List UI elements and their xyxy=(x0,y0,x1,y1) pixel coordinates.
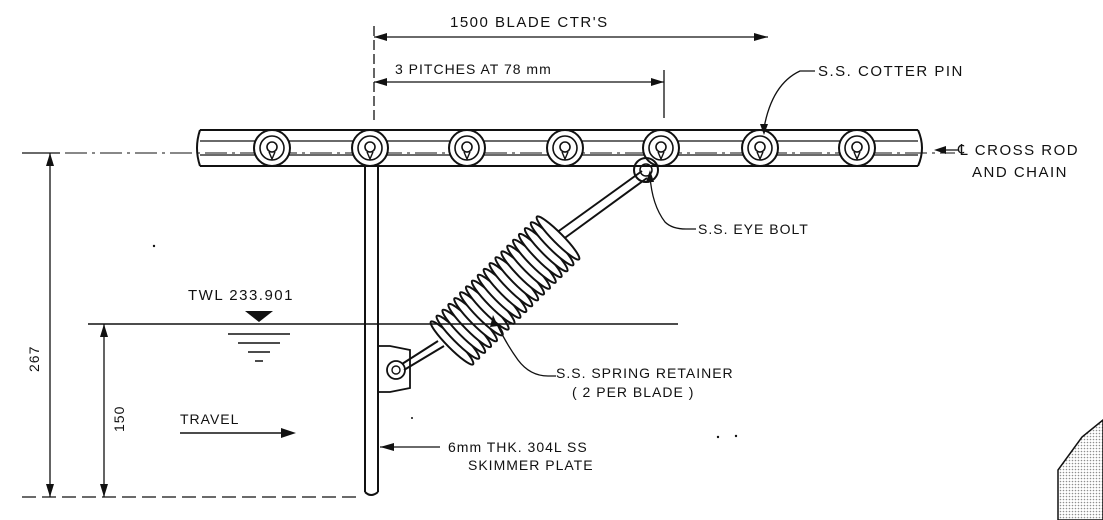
chain-link xyxy=(448,129,486,167)
spring-retainer-leader: S.S. SPRING RETAINER ( 2 PER BLADE ) xyxy=(490,315,734,400)
spring-coil xyxy=(535,215,581,261)
chain-link xyxy=(741,129,779,167)
blade-centers-label: 1500 BLADE CTR'S xyxy=(450,14,609,31)
blade-centers-dimension: 1500 BLADE CTR'S xyxy=(373,14,768,120)
skimmer-plate xyxy=(364,166,411,496)
cotter-pin-label: S.S. COTTER PIN xyxy=(818,63,964,80)
spring-retainer-label-1: S.S. SPRING RETAINER xyxy=(556,365,734,381)
spring-retainer-label-2: ( 2 PER BLADE ) xyxy=(572,384,694,400)
chain-link xyxy=(642,129,680,167)
cross-rod-label-1: ℄ CROSS ROD xyxy=(957,142,1079,159)
dim-water-label: 150 xyxy=(111,406,127,432)
water-level: TWL 233.901 xyxy=(88,287,678,362)
chain-links xyxy=(253,129,876,167)
chain-link xyxy=(546,129,584,167)
eye-bolt-leader: S.S. EYE BOLT xyxy=(646,170,809,237)
chain-link xyxy=(838,129,876,167)
plate-label-2: SKIMMER PLATE xyxy=(468,457,594,473)
water-depth-dimension: 150 xyxy=(100,324,127,497)
plate-label-1: 6mm THK. 304L SS xyxy=(448,439,588,455)
pitches-dimension: 3 PITCHES AT 78 mm xyxy=(374,61,665,118)
overall-height-dimension: 267 xyxy=(22,152,360,498)
chain-link xyxy=(253,129,291,167)
spring-assembly xyxy=(401,157,659,371)
pitches-label: 3 PITCHES AT 78 mm xyxy=(395,61,552,77)
water-level-icon xyxy=(245,311,273,322)
plate-leader: 6mm THK. 304L SS SKIMMER PLATE xyxy=(380,439,594,473)
cross-rod-label-2: AND CHAIN xyxy=(972,164,1068,181)
chain-link xyxy=(351,129,389,167)
cotter-pin-leader: S.S. COTTER PIN xyxy=(760,63,964,135)
spring-coils xyxy=(429,215,581,366)
eye-bolt-label: S.S. EYE BOLT xyxy=(698,221,809,237)
twl-label: TWL 233.901 xyxy=(188,287,294,304)
dim-total-label: 267 xyxy=(26,346,42,372)
travel-arrow: TRAVEL xyxy=(180,411,296,438)
drawing-specks xyxy=(152,244,738,439)
adjacent-object-fragment xyxy=(1057,419,1103,520)
cross-rod-leader: ℄ CROSS ROD AND CHAIN xyxy=(934,142,1079,181)
travel-label: TRAVEL xyxy=(180,411,239,427)
